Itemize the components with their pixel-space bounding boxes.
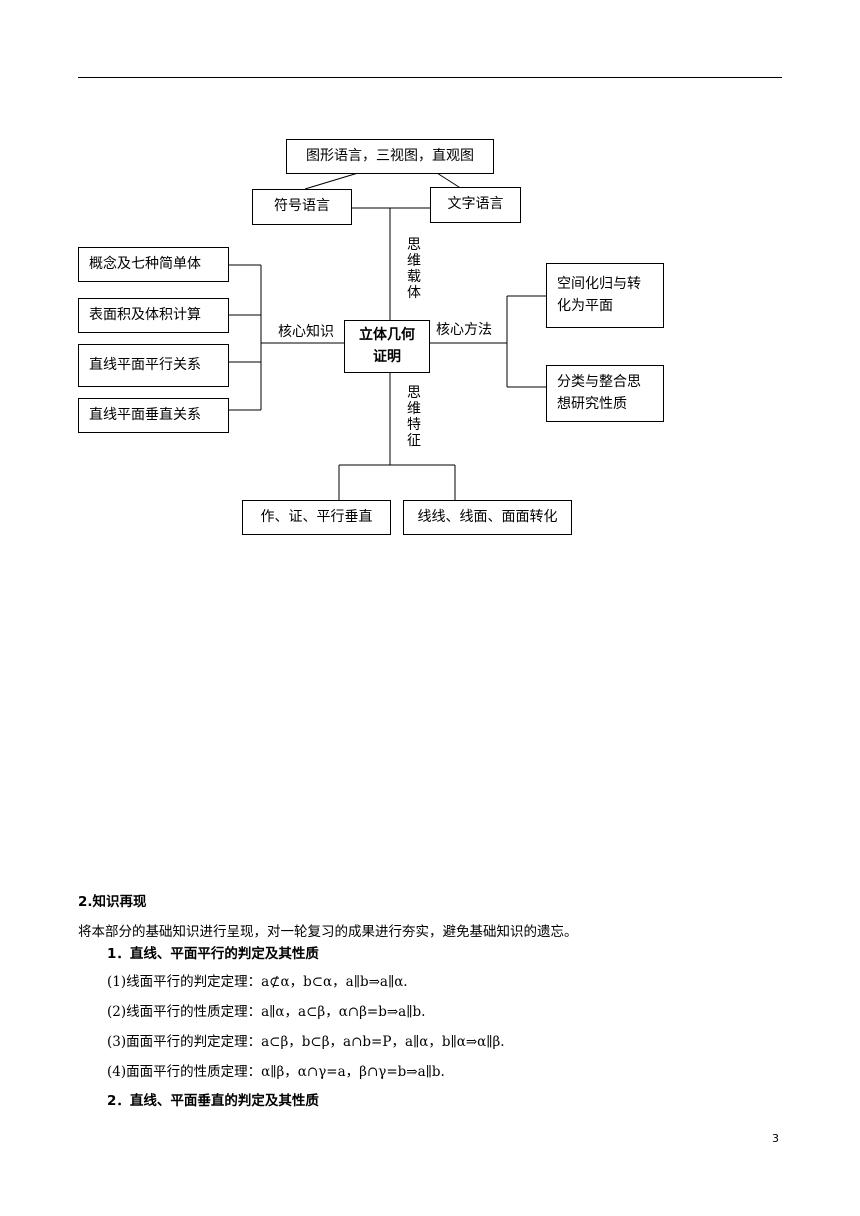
right-box-classification-line1: 分类与整合思: [557, 373, 641, 390]
text-language-box: 文字语言: [430, 187, 521, 223]
section-intro: 将本部分的基础知识进行呈现，对一轮复习的成果进行夯实，避免基础知识的遗忘。: [78, 924, 578, 940]
left-box-perpendicular-text: 直线平面垂直关系: [89, 406, 201, 423]
left-box-area-volume-text: 表面积及体积计算: [89, 306, 201, 323]
bottom-box-construct: 作、证、平行垂直: [242, 500, 391, 535]
right-box-classification-line2: 想研究性质: [557, 395, 627, 412]
header-rule: [78, 77, 782, 78]
center-box-line2: 证明: [373, 348, 401, 365]
left-box-perpendicular: 直线平面垂直关系: [78, 398, 229, 433]
center-box-line1: 立体几何: [359, 326, 415, 343]
left-box-parallel: 直线平面平行关系: [78, 344, 229, 387]
right-box-spatial-line1: 空间化归与转: [557, 275, 641, 292]
theorem-item-3: (3)面面平行的判定定理：a⊂β，b⊂β，a∩b=P，a∥α，b∥α⇒α∥β.: [107, 1034, 505, 1050]
bottom-box-transform-text: 线线、线面、面面转化: [417, 508, 558, 525]
right-box-spatial: 空间化归与转 化为平面: [546, 263, 664, 328]
section-heading-parallel: 1．直线、平面平行的判定及其性质: [107, 946, 319, 962]
page-number: 3: [772, 1132, 779, 1145]
label-core-method: 核心方法: [436, 322, 492, 338]
bottom-box-transform: 线线、线面、面面转化: [403, 500, 572, 535]
symbol-language-text: 符号语言: [274, 198, 330, 215]
theorem-item-1: (1)线面平行的判定定理：a⊄α，b⊂α，a∥b⇒a∥α.: [107, 974, 408, 990]
text-language-text: 文字语言: [447, 196, 504, 213]
symbol-language-box: 符号语言: [252, 189, 352, 225]
graphic-language-text: 图形语言，三视图，直观图: [306, 147, 474, 164]
left-box-parallel-text: 直线平面平行关系: [89, 356, 201, 373]
section-heading-perpendicular: 2．直线、平面垂直的判定及其性质: [107, 1093, 319, 1109]
section-title: 2.知识再现: [78, 894, 147, 910]
label-thinking-carrier: 思维载体: [407, 237, 421, 301]
bottom-box-construct-text: 作、证、平行垂直: [260, 508, 373, 525]
right-box-classification: 分类与整合思 想研究性质: [546, 365, 664, 422]
left-box-concepts: 概念及七种简单体: [78, 247, 229, 282]
left-box-concepts-text: 概念及七种简单体: [89, 255, 201, 272]
graphic-language-box: 图形语言，三视图，直观图: [286, 139, 494, 174]
label-thinking-feature: 思维特征: [407, 385, 421, 449]
theorem-item-2: (2)线面平行的性质定理：a∥α，a⊂β，α∩β=b⇒a∥b.: [107, 1004, 426, 1020]
label-core-knowledge: 核心知识: [278, 324, 334, 340]
right-box-spatial-line2: 化为平面: [557, 297, 613, 314]
center-box: 立体几何 证明: [344, 320, 430, 373]
theorem-item-4: (4)面面平行的性质定理：α∥β，α∩γ=a，β∩γ=b⇒a∥b.: [107, 1064, 445, 1080]
left-box-area-volume: 表面积及体积计算: [78, 298, 229, 333]
